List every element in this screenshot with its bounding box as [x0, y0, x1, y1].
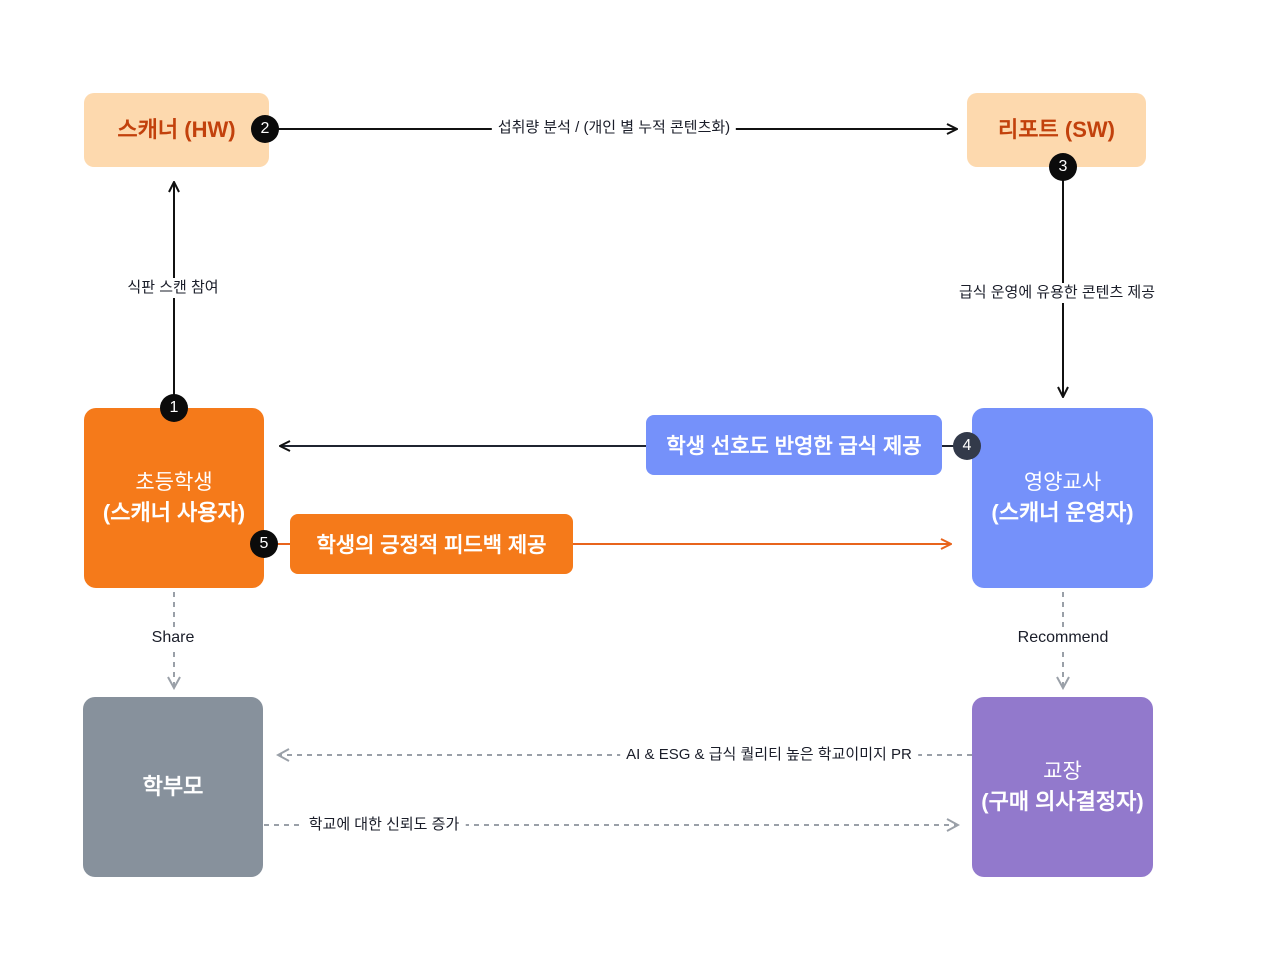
principal-subtitle: (구매 의사결정자) [981, 789, 1144, 814]
trust-label: 학교에 대한 신뢰도 증가 [302, 815, 466, 835]
report-sw-label: 리포트 (SW) [998, 117, 1115, 142]
pr-label: AI & ESG & 급식 퀄리티 높은 학교이미지 PR [620, 745, 918, 765]
report-sw-node: 리포트 (SW) [967, 93, 1146, 167]
recommend-label: Recommend [1011, 628, 1115, 648]
step-badge-4: 4 [953, 432, 981, 460]
teacher-node: 영양교사 (스캐너 운영자) [972, 408, 1153, 588]
scanner-hw-label: 스캐너 (HW) [117, 117, 236, 142]
analysis-label: 섭취량 분석 / (개인 별 누적 콘텐츠화) [491, 118, 737, 138]
step-badge-2: 2 [251, 115, 279, 143]
share-label: Share [145, 628, 201, 648]
parent-title: 학부모 [142, 774, 204, 799]
scan-label: 식판 스캔 참여 [121, 278, 225, 298]
principal-node: 교장 (구매 의사결정자) [972, 697, 1153, 877]
step-badge-5: 5 [250, 530, 278, 558]
feedback-pill-text: 학생의 긍정적 피드백 제공 [316, 534, 547, 557]
student-subtitle: (스캐너 사용자) [102, 500, 246, 525]
step-badge-3: 3 [1049, 153, 1077, 181]
feedback-pill: 학생의 긍정적 피드백 제공 [290, 514, 573, 574]
scanner-hw-node: 스캐너 (HW) [84, 93, 269, 167]
student-node: 초등학생 (스캐너 사용자) [84, 408, 264, 588]
teacher-title: 영양교사 [1023, 471, 1102, 494]
principal-title: 교장 [1043, 760, 1082, 783]
teacher-subtitle: (스캐너 운영자) [991, 500, 1134, 525]
student-title: 초등학생 [135, 471, 213, 494]
preference-pill: 학생 선호도 반영한 급식 제공 [646, 415, 942, 475]
content-label: 급식 운영에 유용한 콘텐츠 제공 [952, 283, 1162, 303]
step-badge-1: 1 [160, 394, 188, 422]
parent-node: 학부모 [83, 697, 263, 877]
preference-pill-text: 학생 선호도 반영한 급식 제공 [666, 435, 922, 458]
